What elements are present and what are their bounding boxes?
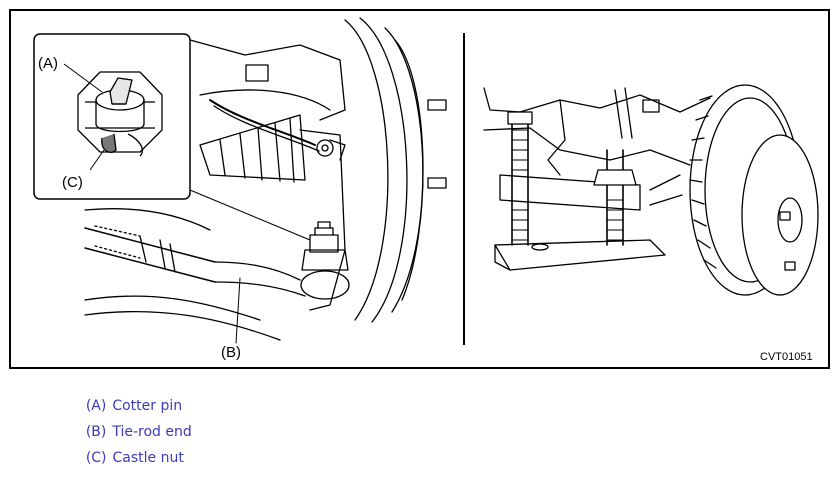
legend-item-a: (A) Cotter pin — [68, 379, 192, 414]
legend-item-b: (B) Tie-rod end — [68, 405, 192, 440]
left-panel-drawing — [84, 17, 447, 344]
callout-a: (A) — [38, 55, 58, 72]
legend-text: Castle nut — [112, 450, 184, 466]
figure-code: CVT01051 — [760, 351, 813, 363]
callout-b: (B) — [221, 344, 241, 361]
inset-detail — [33, 33, 191, 200]
right-panel-drawing — [483, 84, 819, 296]
legend-text: Cotter pin — [112, 398, 183, 414]
callout-c: (C) — [62, 174, 83, 191]
legend-key: (B) — [85, 424, 107, 440]
legend-key: (A) — [85, 398, 107, 414]
legend-text: Tie-rod end — [112, 424, 192, 440]
service-illustration: (A) (C) (B) CVT01051 — [9, 9, 830, 369]
legend-key: (C) — [85, 450, 107, 466]
legend-list: (A) Cotter pin (B) Tie-rod end (C) Castle n… — [68, 379, 192, 466]
